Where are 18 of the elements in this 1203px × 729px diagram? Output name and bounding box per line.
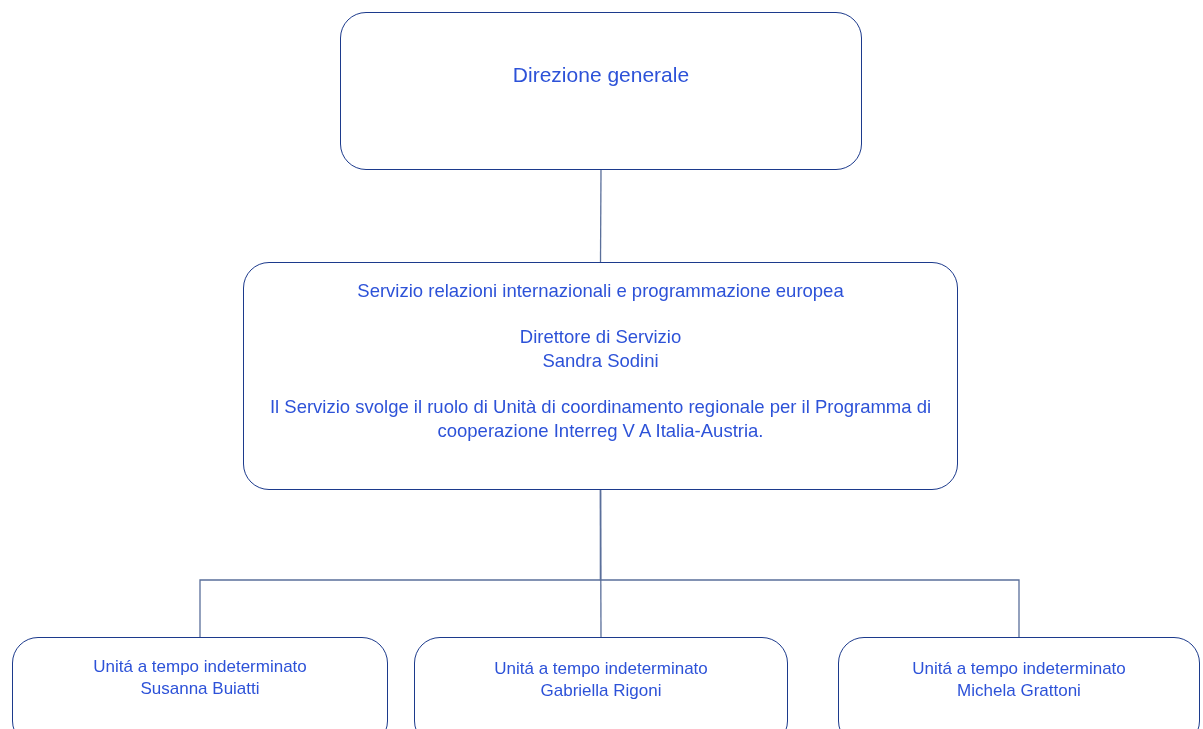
role-text: Unitá a tempo indeterminato: [912, 658, 1126, 680]
service-box: [243, 262, 958, 490]
staff-box: [414, 637, 788, 729]
unit-title: Servizio relazioni internazionali e programmazione europea: [357, 279, 844, 303]
role-text: Unitá a tempo indeterminato: [93, 656, 307, 678]
person-name: Sandra Sodini: [542, 349, 659, 374]
person-name: Michela Grattoni: [957, 680, 1081, 703]
person-name: Direttore di Servizio: [519, 325, 682, 350]
person-name: Gabriella Rigoni: [540, 680, 662, 703]
staff-box: [12, 637, 388, 729]
connector-line: [599, 489, 1020, 638]
connector-line: [599, 169, 602, 263]
person-name: Susanna Buiatti: [140, 678, 260, 701]
department-box: [340, 12, 862, 170]
role-text: Unitá a tempo indeterminato: [494, 658, 708, 680]
staff-box: [838, 637, 1200, 729]
unit-title: Direzione generale: [512, 62, 690, 88]
description-text: Il Servizio svolge il ruolo di Unità di coordinamento regionale per il Programma di cooperazione Interreg V A Italia-Austria.: [268, 395, 933, 444]
